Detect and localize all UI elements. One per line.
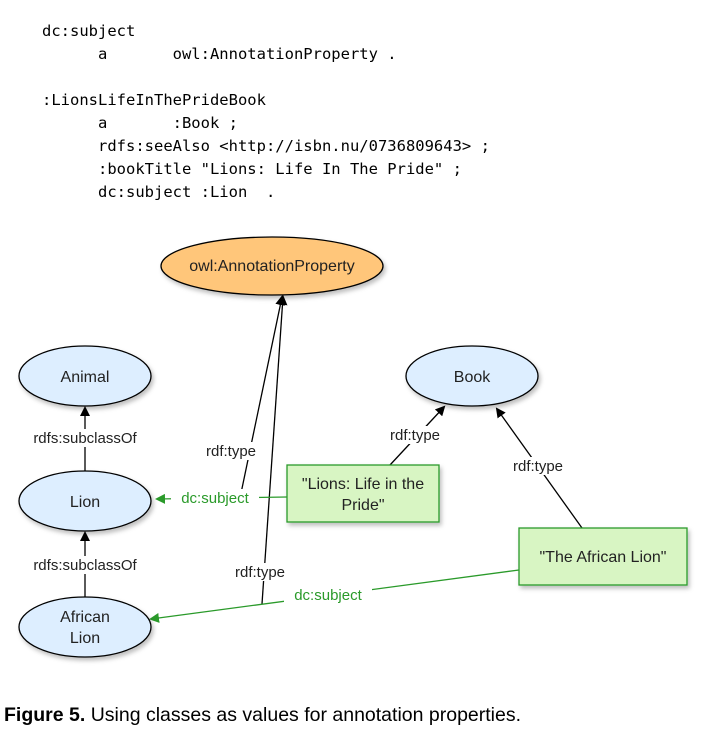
animal-label: Animal xyxy=(61,369,110,386)
node-animal: Animal xyxy=(18,345,152,407)
figure-caption-text: Using classes as values for annotation p… xyxy=(85,704,522,726)
code-line: :LionsLifeInThePrideBook xyxy=(42,91,266,109)
figure-caption-label: Figure 5. xyxy=(4,704,86,726)
code-line: rdfs:seeAlso <http://isbn.nu/0736809643>… xyxy=(42,137,490,155)
lion-label: Lion xyxy=(70,494,100,511)
rdftype-book2-label: rdf:type xyxy=(513,458,563,475)
dcsubject-upper-label: dc:subject xyxy=(181,490,249,507)
annotation-property-label: owl:AnnotationProperty xyxy=(189,258,354,275)
rdftype-lower-label: rdf:type xyxy=(235,564,285,581)
african-lion-label-line1: African xyxy=(60,609,110,626)
code-line: :bookTitle "Lions: Life In The Pride" ; xyxy=(42,160,462,178)
node-african-lion: African Lion xyxy=(18,596,152,658)
african-lion-label-line2: Lion xyxy=(70,630,100,647)
figure-caption: Figure 5. Using classes as values for an… xyxy=(4,704,521,727)
edges-black xyxy=(80,295,583,605)
subclass-lower-label: rdfs:subclassOf xyxy=(33,557,137,574)
code-line: dc:subject :Lion . xyxy=(42,183,276,201)
node-lions-book-literal: "Lions: Life in the Pride" xyxy=(286,464,440,523)
code-line: a owl:AnnotationProperty . xyxy=(42,45,397,63)
code-line: a :Book ; xyxy=(42,114,238,132)
node-annotation-property: owl:AnnotationProperty xyxy=(160,236,384,296)
code-line: dc:subject xyxy=(42,22,136,40)
rdftype-book1-label: rdf:type xyxy=(390,427,440,444)
african-lion-book-label: "The African Lion" xyxy=(540,549,667,566)
edge-rdftype-lower xyxy=(261,295,288,605)
lions-book-label-line2: Pride" xyxy=(341,497,384,514)
turtle-code-block: dc:subject a owl:AnnotationProperty . :Li… xyxy=(42,20,490,204)
lions-book-label-line1: "Lions: Life in the xyxy=(302,476,424,493)
subclass-upper-label: rdfs:subclassOf xyxy=(33,430,137,447)
node-book: Book xyxy=(405,345,539,407)
edge-rdftype-upper xyxy=(239,295,286,499)
rdftype-upper-label: rdf:type xyxy=(206,443,256,460)
node-african-lion-book-literal: "The African Lion" xyxy=(518,527,688,586)
book-label: Book xyxy=(454,369,491,386)
edge-labels: rdfs:subclassOf rdfs:subclassOf rdf:type… xyxy=(20,426,570,604)
dcsubject-lower-label: dc:subject xyxy=(294,587,362,604)
node-lion: Lion xyxy=(18,470,152,532)
